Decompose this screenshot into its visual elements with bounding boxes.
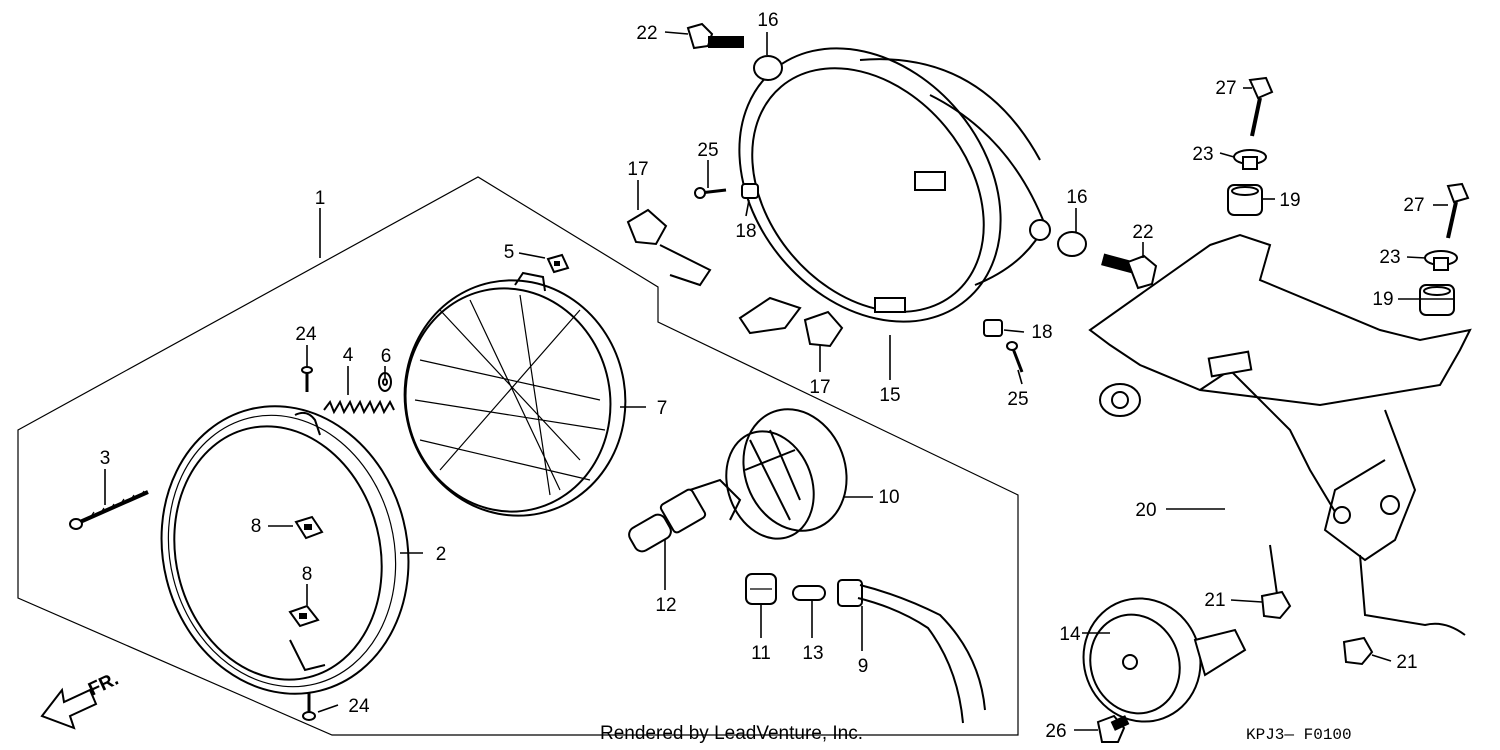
callout-13: 13 <box>802 643 823 664</box>
callout-16-lower: 16 <box>1066 187 1087 208</box>
clip-nut-lower <box>288 604 320 628</box>
callout-6: 6 <box>381 346 392 367</box>
spring <box>323 399 395 415</box>
bolt-lower <box>1101 253 1158 290</box>
callout-3: 3 <box>100 448 111 469</box>
callout-labels: 1 2 3 4 5 6 7 8 8 9 10 11 12 13 14 15 16… <box>100 10 1425 742</box>
callout-20: 20 <box>1135 500 1156 521</box>
callout-7: 7 <box>657 398 668 419</box>
grommet-19-left <box>1227 184 1263 216</box>
headlight-case <box>738 47 1051 323</box>
horn <box>1082 597 1247 723</box>
callout-9: 9 <box>858 656 869 677</box>
callout-8-upper: 8 <box>251 516 262 537</box>
callout-27-left: 27 <box>1215 78 1236 99</box>
leader-lines <box>104 31 1454 731</box>
callout-18-upper: 18 <box>735 221 756 242</box>
nut-21-lower <box>1342 636 1374 666</box>
connector-upper <box>626 208 712 287</box>
clip-nut-upper <box>294 515 324 540</box>
position-bulb <box>792 585 826 601</box>
callout-21-upper: 21 <box>1204 590 1225 611</box>
callout-14: 14 <box>1059 624 1081 645</box>
callout-24-upper: 24 <box>295 324 317 345</box>
callout-10: 10 <box>878 487 899 508</box>
collar-23-right <box>1424 250 1458 271</box>
bolt-27-right <box>1446 182 1470 239</box>
front-direction-arrow-icon <box>40 687 98 730</box>
callout-11: 11 <box>751 643 771 664</box>
washer <box>378 372 392 392</box>
headlight-rim <box>160 405 410 695</box>
headlight-unit <box>403 271 627 517</box>
watermark: Rendered by LeadVenture, Inc. <box>600 723 863 744</box>
grommet-19-right <box>1419 284 1455 316</box>
callout-27-right: 27 <box>1403 195 1424 216</box>
position-socket <box>837 579 986 724</box>
callout-21-lower: 21 <box>1396 652 1417 673</box>
callout-5: 5 <box>504 242 515 263</box>
screw-bottom <box>302 692 316 721</box>
clip-18-upper <box>741 183 759 199</box>
callout-19-left: 19 <box>1279 190 1300 211</box>
callout-18-lower: 18 <box>1031 322 1052 343</box>
connector-lower <box>738 296 844 348</box>
grommet <box>745 573 777 605</box>
diagram-code: KPJ3— F0100 <box>1246 726 1352 744</box>
callout-8-lower: 8 <box>302 564 313 585</box>
bolt-27-left <box>1248 76 1274 137</box>
clip-nut-5 <box>546 253 570 274</box>
callout-22-upper: 22 <box>636 23 657 44</box>
callout-25-lower: 25 <box>1007 389 1028 410</box>
callout-23-left: 23 <box>1192 144 1213 165</box>
callout-1: 1 <box>315 188 326 209</box>
callout-12: 12 <box>655 595 676 616</box>
callout-25-upper: 25 <box>697 140 718 161</box>
callout-23-right: 23 <box>1379 247 1400 268</box>
headlight-bulb <box>628 478 742 553</box>
callout-15: 15 <box>879 385 900 406</box>
collar-left <box>753 55 783 81</box>
clip-18-lower <box>983 319 1003 337</box>
callout-22-lower: 22 <box>1132 222 1153 243</box>
adjusting-screw <box>69 490 149 530</box>
bolt-upper <box>686 22 744 50</box>
screw-25-lower <box>1006 341 1024 373</box>
collar-23-left <box>1233 149 1267 170</box>
callout-19-right: 19 <box>1372 289 1393 310</box>
callout-2: 2 <box>436 544 447 565</box>
socket-cover <box>725 408 848 540</box>
callout-16-upper: 16 <box>757 10 778 31</box>
collar-right <box>1057 231 1087 257</box>
callout-17-lower: 17 <box>809 377 830 398</box>
screw-top <box>301 366 313 392</box>
assembly-outline <box>17 176 1019 736</box>
callout-4: 4 <box>343 345 354 366</box>
screw-25-upper <box>694 187 727 199</box>
callout-26: 26 <box>1045 721 1066 742</box>
headlight-stay <box>1088 233 1472 636</box>
callout-24-lower: 24 <box>348 696 370 717</box>
callout-17-upper: 17 <box>627 159 648 180</box>
bolt-26 <box>1096 714 1130 743</box>
nut-21-upper <box>1260 590 1292 620</box>
